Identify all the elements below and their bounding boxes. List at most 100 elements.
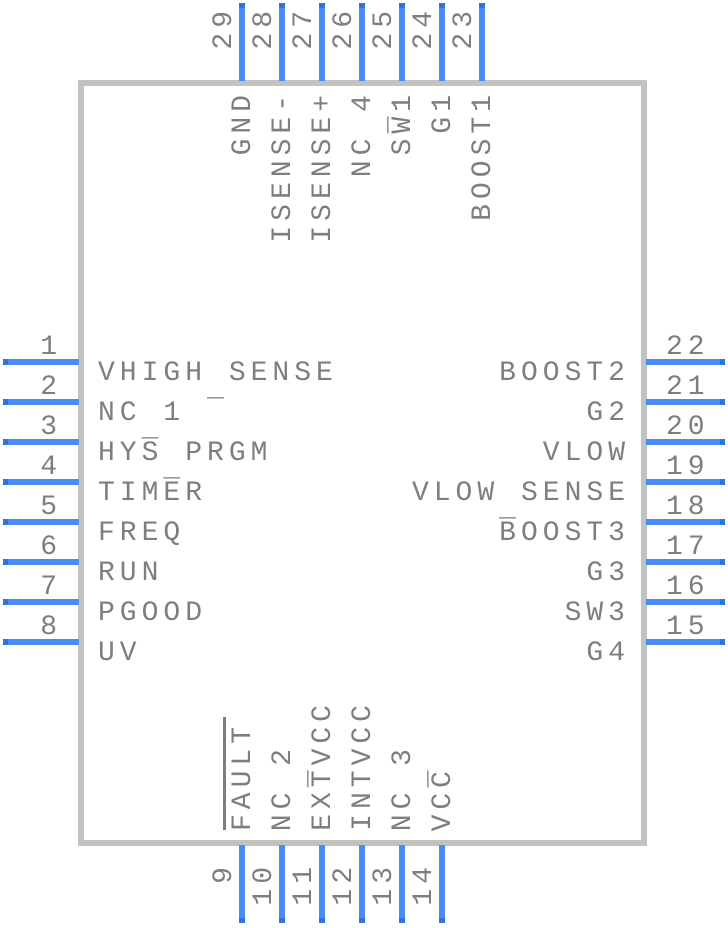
pin-stub	[646, 439, 725, 445]
pin-number: 11	[289, 862, 320, 906]
pin-label: G4	[586, 638, 630, 669]
pin-stub	[3, 599, 79, 605]
pin-tip	[720, 479, 725, 485]
pin-number: 13	[369, 862, 400, 906]
underscore-glyph: _	[207, 373, 229, 405]
pin-tip	[720, 439, 725, 445]
pin-label: G1	[428, 90, 459, 134]
pin-stub	[3, 559, 79, 565]
pin-stub	[399, 845, 405, 923]
pin-tip	[279, 918, 285, 923]
pin-number: 26	[329, 6, 360, 50]
pin-stub	[646, 359, 725, 365]
pin-label: VCC	[428, 765, 459, 831]
pin-label: EXTVCC	[308, 700, 339, 831]
pin-number: 23	[449, 6, 480, 50]
pin-number: 5	[40, 492, 62, 523]
pin-label: NC_4	[348, 90, 395, 178]
pin-number: 25	[369, 6, 400, 50]
pin-number: 6	[40, 532, 62, 563]
pin-label: UV	[98, 638, 142, 669]
pin-number: 18	[666, 492, 710, 523]
pin-label: HYS_PRGM	[98, 438, 273, 485]
pin-label: NC_2	[268, 743, 315, 831]
pin-label: BOOST3	[499, 518, 630, 549]
pin-tip	[720, 519, 725, 525]
pin-stub	[646, 599, 725, 605]
pin-number: 29	[209, 6, 240, 50]
pin-label: G2	[586, 398, 630, 429]
pin-stub	[3, 519, 79, 525]
pin-tip	[720, 639, 725, 645]
pin-number: 28	[249, 6, 280, 50]
pin-stub	[239, 845, 245, 923]
pin-label: RUN	[98, 558, 164, 589]
pin-number: 15	[666, 612, 710, 643]
pin-label: BOOST2	[499, 358, 630, 389]
pin-stub	[439, 3, 445, 81]
pin-tip	[359, 918, 365, 923]
pin-tip	[239, 3, 245, 8]
pin-tip	[319, 3, 325, 8]
pin-label: ISENSE+	[308, 90, 339, 243]
pin-tip	[3, 599, 8, 605]
pin-stub	[3, 639, 79, 645]
pin-label: INTVCC	[348, 700, 379, 831]
pin-tip	[3, 639, 8, 645]
pin-number: 27	[289, 6, 320, 50]
pin-number: 21	[666, 372, 710, 403]
pin-stub	[646, 639, 725, 645]
pin-tip	[3, 519, 8, 525]
pin-tip	[720, 559, 725, 565]
pin-stub	[319, 3, 325, 81]
pin-label: G3	[586, 558, 630, 589]
pin-number: 3	[40, 412, 62, 443]
underscore-glyph: _	[141, 413, 164, 445]
pin-label: PGOOD	[98, 598, 208, 629]
pin-label: VLOW_SENSE	[411, 478, 630, 525]
pin-number: 12	[329, 862, 360, 906]
pin-tip	[239, 918, 245, 923]
pin-label: VLOW	[542, 438, 630, 469]
pin-tip	[439, 3, 445, 8]
pin-stub	[646, 559, 725, 565]
pin-stub	[3, 399, 79, 405]
pin-stub	[479, 3, 485, 81]
pin-tip	[399, 918, 405, 923]
pin-number: 1	[40, 332, 62, 363]
pin-label: GND	[228, 90, 259, 156]
pin-number: 14	[409, 862, 440, 906]
pin-label: VHIGH_SENSE	[98, 358, 338, 405]
pin-number: 9	[209, 862, 240, 884]
pin-stub	[439, 845, 445, 923]
pin-tip	[399, 3, 405, 8]
pin-number: 10	[249, 862, 280, 906]
pin-label: NC_1	[98, 398, 186, 445]
pin-tip	[319, 918, 325, 923]
pin-tip	[3, 359, 8, 365]
pin-number: 4	[40, 452, 62, 483]
pin-tip	[359, 3, 365, 8]
pin-number: 19	[666, 452, 710, 483]
pin-number: 20	[666, 412, 710, 443]
pin-tip	[439, 918, 445, 923]
pin-number: 24	[409, 6, 440, 50]
pin-tip	[720, 359, 725, 365]
pin-label: FAULT	[228, 721, 259, 831]
pin-tip	[479, 3, 485, 8]
pin-stub	[646, 479, 725, 485]
component-body	[78, 80, 647, 846]
pin-stub	[646, 399, 725, 405]
fault-overline	[223, 717, 226, 830]
pin-tip	[720, 599, 725, 605]
pin-stub	[279, 3, 285, 81]
pin-stub	[3, 439, 79, 445]
pin-label: NC_3	[388, 743, 435, 831]
pin-label: SW3	[564, 598, 630, 629]
pin-number: 2	[40, 372, 62, 403]
pin-tip	[3, 559, 8, 565]
pin-stub	[319, 845, 325, 923]
pin-number: 22	[666, 332, 710, 363]
pin-stub	[399, 3, 405, 81]
